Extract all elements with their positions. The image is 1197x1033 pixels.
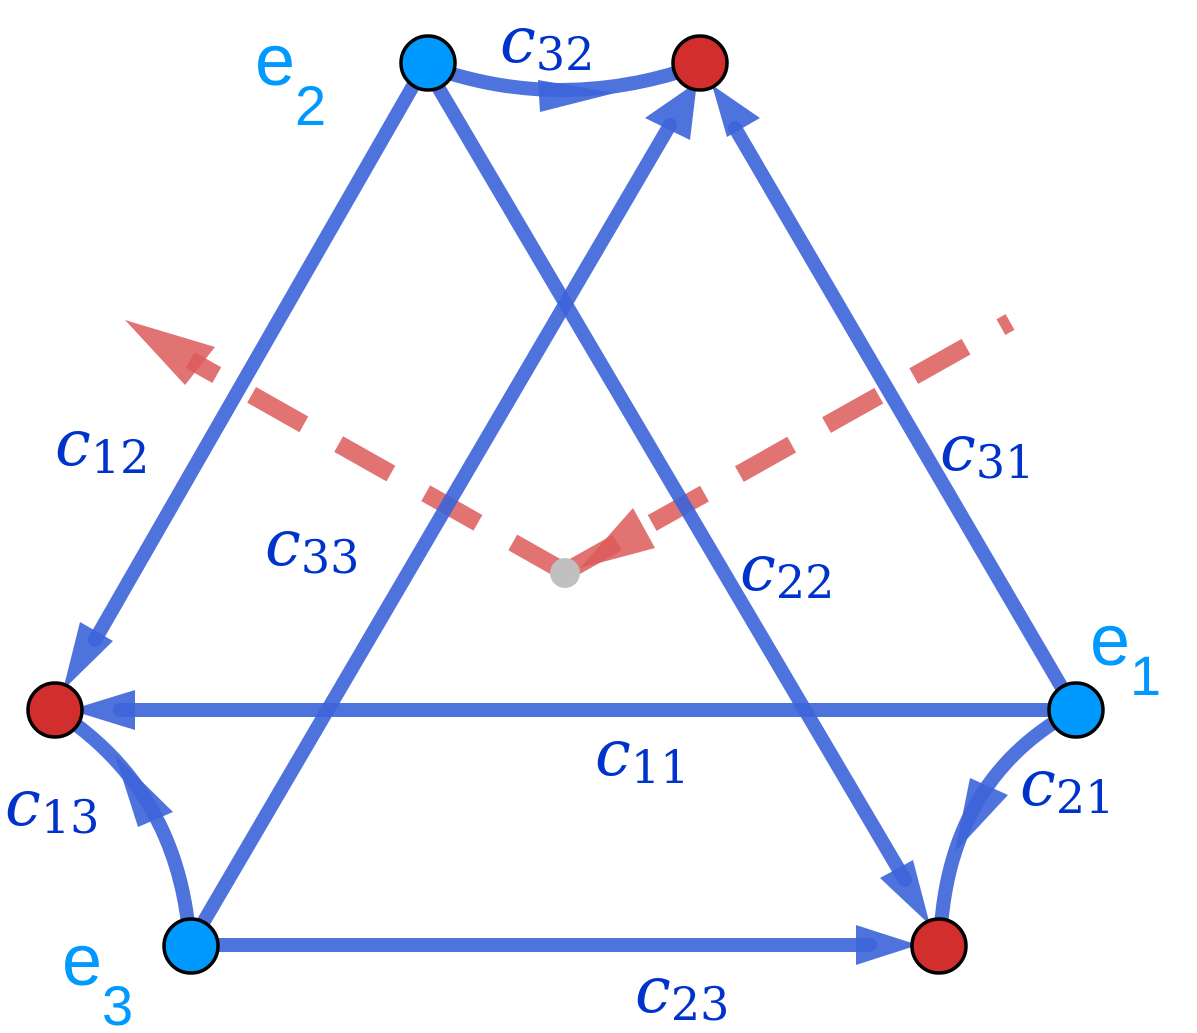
edge-c12: [88, 58, 432, 647]
nodes: [26, 34, 1105, 975]
node-e3: [162, 917, 220, 975]
label-c11: c11: [595, 717, 689, 794]
arrowhead-c12-icon: [63, 622, 113, 690]
edge-c31: [728, 121, 1082, 717]
label-c33: c33: [265, 507, 359, 584]
arrowhead-c13-icon: [115, 755, 173, 827]
edge-c33: [183, 118, 677, 952]
node-labels: e2 e1 e3: [62, 21, 1161, 1033]
label-e1: e1: [1090, 601, 1161, 707]
label-c22: c22: [740, 532, 834, 609]
label-c23: c23: [635, 954, 729, 1031]
label-e2: e2: [255, 21, 326, 137]
arrowhead-c22-icon: [880, 860, 930, 925]
edges: [48, 58, 1082, 965]
dashed-axes: [125, 314, 1015, 580]
arrowhead-c32-icon: [538, 80, 615, 112]
arrowhead-c21-icon: [955, 778, 1008, 852]
label-c13: c13: [5, 767, 99, 844]
label-c12: c12: [55, 407, 149, 484]
node-e1: [1047, 681, 1105, 739]
arrowhead-c31-icon: [712, 85, 760, 137]
red-arrowhead-left-icon: [125, 320, 215, 385]
dashed-axis-right: [560, 314, 1015, 580]
red-arrowhead-center-icon: [580, 508, 655, 568]
node-red-left: [26, 681, 84, 739]
label-c32: c32: [500, 4, 594, 81]
arrowhead-c23-icon: [856, 925, 918, 965]
arrowhead-c33-icon: [645, 82, 697, 140]
node-e2: [399, 34, 457, 92]
label-c31: c31: [940, 412, 1034, 489]
dashed-axis-left: [185, 352, 570, 580]
label-c21: c21: [1020, 747, 1114, 824]
edge-c22: [418, 58, 912, 887]
arrowhead-c11-icon: [70, 690, 135, 730]
label-e3: e3: [62, 921, 133, 1033]
center-point: [550, 558, 580, 588]
node-red-top: [671, 34, 729, 92]
node-red-bottom: [910, 917, 968, 975]
edge-labels: c32 c12 c31 c33 c22 c11 c21 c13 c23: [5, 4, 1114, 1031]
